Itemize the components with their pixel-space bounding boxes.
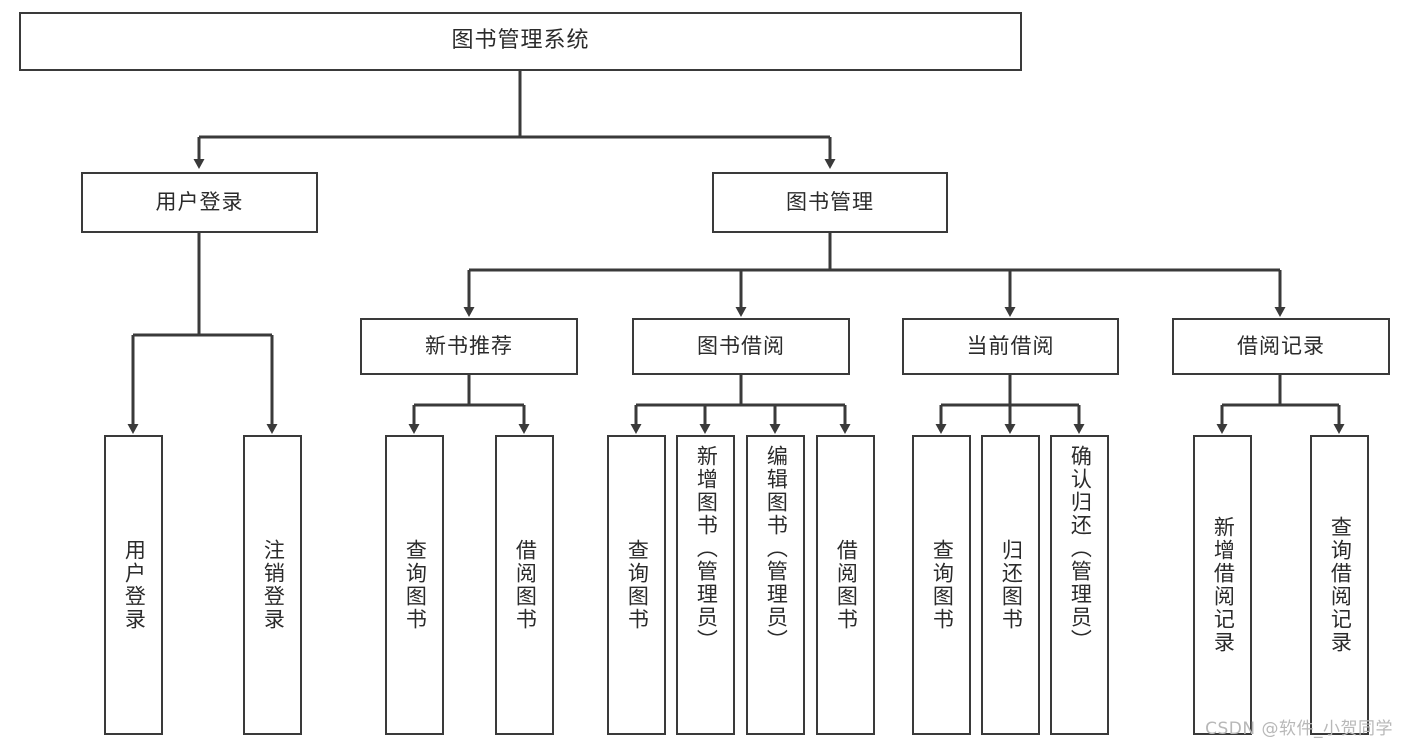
node-label: 新书推荐	[425, 333, 513, 358]
node-book-borrow[interactable]: 图书借阅	[632, 318, 850, 375]
node-label: 图书借阅	[697, 333, 785, 358]
leaf-current-borrow-confirm-return-admin[interactable]: 确认归还（管理员）	[1050, 435, 1109, 735]
node-label: 借阅图书	[834, 539, 859, 631]
node-root-book-management-system[interactable]: 图书管理系统	[19, 12, 1022, 71]
watermark: CSDN @软件_小贺同学	[1205, 719, 1393, 739]
node-label: 新增借阅记录	[1211, 516, 1236, 654]
leaf-user-login-login[interactable]: 用户登录	[104, 435, 163, 735]
node-label: 新增图书（管理员）	[694, 445, 719, 652]
node-label: 查询图书	[930, 539, 955, 631]
leaf-new-book-borrow-book[interactable]: 借阅图书	[495, 435, 554, 735]
node-label: 用户登录	[155, 189, 244, 214]
node-label: 查询图书	[403, 539, 428, 631]
leaf-borrow-record-add-record[interactable]: 新增借阅记录	[1193, 435, 1252, 735]
node-label: 图书管理系统	[451, 28, 590, 54]
leaf-book-borrow-edit-book-admin[interactable]: 编辑图书（管理员）	[746, 435, 805, 735]
node-book-management[interactable]: 图书管理	[712, 172, 948, 233]
leaf-user-login-logout[interactable]: 注销登录	[243, 435, 302, 735]
leaf-book-borrow-borrow-book[interactable]: 借阅图书	[816, 435, 875, 735]
node-label: 查询图书	[625, 539, 650, 631]
leaf-current-borrow-return-book[interactable]: 归还图书	[981, 435, 1040, 735]
node-label: 注销登录	[261, 539, 286, 631]
node-label: 归还图书	[999, 539, 1024, 631]
node-label: 图书管理	[786, 189, 874, 214]
node-new-book-recommend[interactable]: 新书推荐	[360, 318, 578, 375]
node-label: 当前借阅	[966, 333, 1055, 358]
node-label: 查询借阅记录	[1328, 516, 1353, 654]
leaf-new-book-query-book[interactable]: 查询图书	[385, 435, 444, 735]
leaf-current-borrow-query-book[interactable]: 查询图书	[912, 435, 971, 735]
node-label: 确认归还（管理员）	[1068, 445, 1093, 652]
node-label: 借阅记录	[1237, 333, 1325, 358]
node-label: 用户登录	[122, 539, 147, 631]
node-label: 编辑图书（管理员）	[764, 445, 789, 652]
node-borrow-record[interactable]: 借阅记录	[1172, 318, 1390, 375]
leaf-borrow-record-query-record[interactable]: 查询借阅记录	[1310, 435, 1369, 735]
leaf-book-borrow-add-book-admin[interactable]: 新增图书（管理员）	[676, 435, 735, 735]
leaf-book-borrow-query-book[interactable]: 查询图书	[607, 435, 666, 735]
node-user-login[interactable]: 用户登录	[81, 172, 318, 233]
node-current-borrow[interactable]: 当前借阅	[902, 318, 1119, 375]
node-label: 借阅图书	[513, 539, 538, 631]
